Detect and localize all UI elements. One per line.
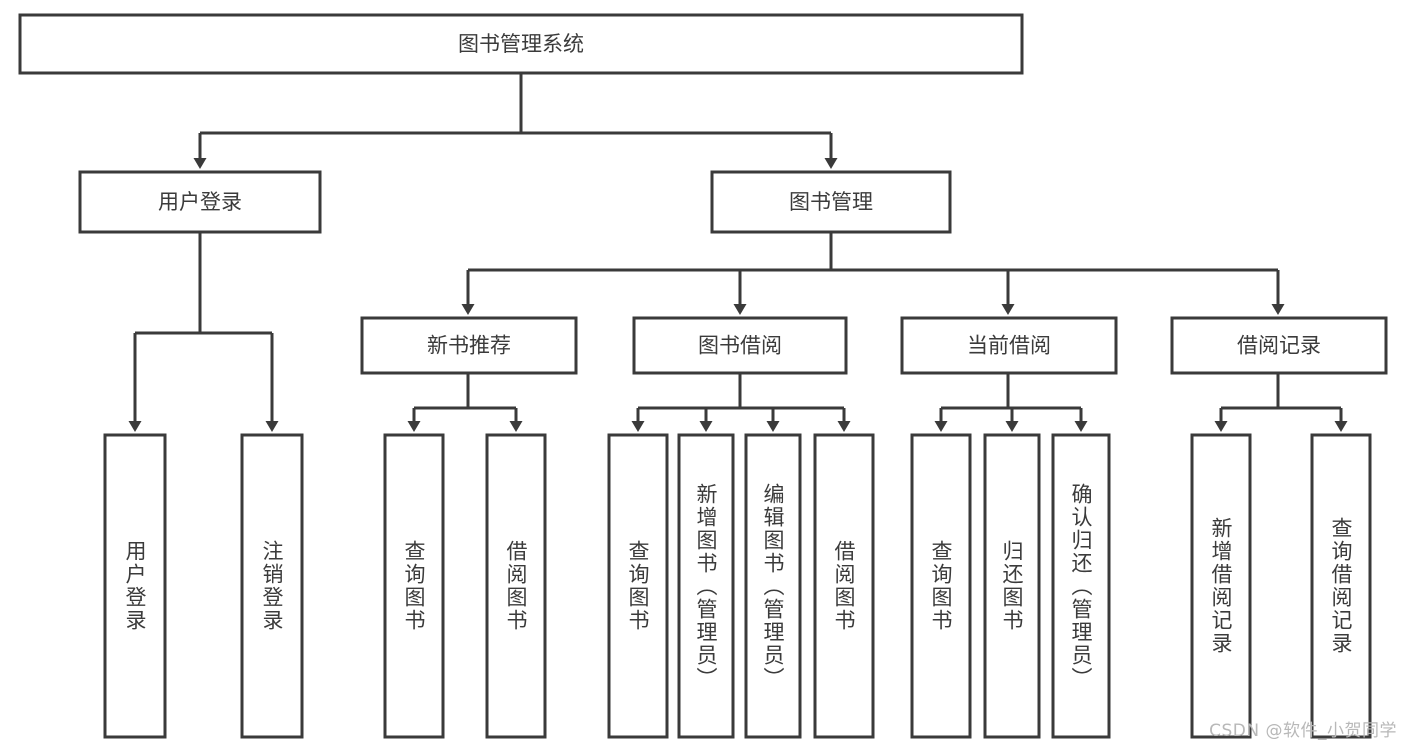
- node-book-manage[interactable]: [710, 170, 952, 234]
- watermark-text: CSDN @软件_小贺同学: [1209, 721, 1397, 741]
- node-leaf-add-book[interactable]: [677, 433, 735, 739]
- node-root[interactable]: [18, 13, 1024, 75]
- node-new-book-recommend[interactable]: [360, 316, 578, 375]
- node-leaf-return-book[interactable]: [983, 433, 1041, 739]
- node-leaf-borrow-book-2[interactable]: [813, 433, 875, 739]
- node-leaf-add-record[interactable]: [1190, 433, 1252, 739]
- node-leaf-query-book-3[interactable]: [910, 433, 972, 739]
- node-user-login-label: 用户登录: [158, 190, 242, 214]
- node-leaf-edit-book[interactable]: [744, 433, 802, 739]
- node-leaf-query-book-2[interactable]: [607, 433, 669, 739]
- node-current-borrow[interactable]: [900, 316, 1118, 375]
- node-leaf-query-record[interactable]: [1310, 433, 1372, 739]
- node-root-label: 图书管理系统: [458, 32, 584, 56]
- node-book-borrow-label: 图书借阅: [698, 334, 782, 358]
- connectors-layer: [128, 73, 1348, 432]
- node-book-manage-label: 图书管理: [789, 190, 873, 214]
- node-borrow-record[interactable]: [1170, 316, 1388, 375]
- node-current-borrow-label: 当前借阅: [967, 334, 1051, 358]
- node-borrow-record-label: 借阅记录: [1237, 334, 1321, 358]
- node-leaf-user-login[interactable]: [103, 433, 167, 739]
- node-leaf-confirm-return[interactable]: [1051, 433, 1111, 739]
- node-book-borrow[interactable]: [632, 316, 848, 375]
- node-leaf-borrow-book-1[interactable]: [485, 433, 547, 739]
- node-new-book-recommend-label: 新书推荐: [427, 334, 511, 358]
- node-user-login[interactable]: [78, 170, 322, 234]
- node-leaf-query-book-1[interactable]: [383, 433, 445, 739]
- node-leaf-logout[interactable]: [240, 433, 304, 739]
